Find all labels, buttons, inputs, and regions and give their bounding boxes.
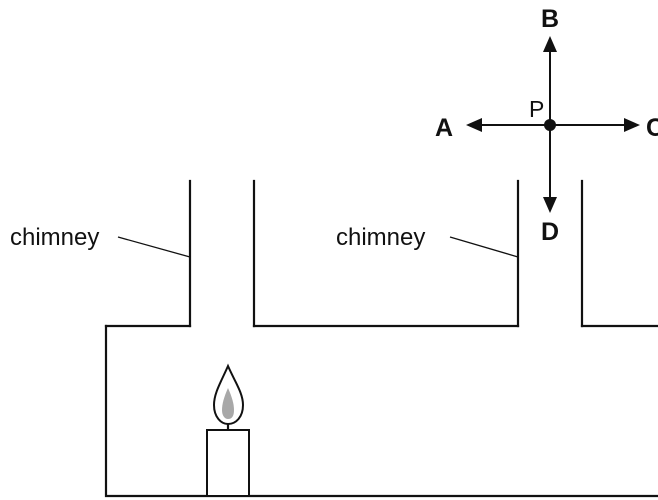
candle [206, 363, 250, 497]
arrow-c-label: C [646, 114, 658, 142]
point-p-label: P [529, 96, 544, 122]
candle-flame-core [222, 388, 234, 419]
chimney-left-label: chimney [10, 224, 99, 251]
arrow-a-label: A [435, 114, 453, 142]
arrow-d-label: D [541, 218, 559, 246]
arrow-b-label: B [541, 5, 559, 33]
chimney-right-label: chimney [336, 224, 425, 251]
chimney-right-leader-line [449, 236, 519, 258]
direction-arrows [466, 36, 640, 213]
candle-body [206, 429, 250, 497]
arrow-c-head [624, 118, 640, 132]
arrow-d-head [543, 197, 557, 213]
arrow-a-head [466, 118, 482, 132]
chimney-left-leader-line [117, 236, 191, 258]
arrow-b-head [543, 36, 557, 52]
point-p-dot [544, 119, 556, 131]
box-outline-left-and-bottom [104, 324, 658, 498]
